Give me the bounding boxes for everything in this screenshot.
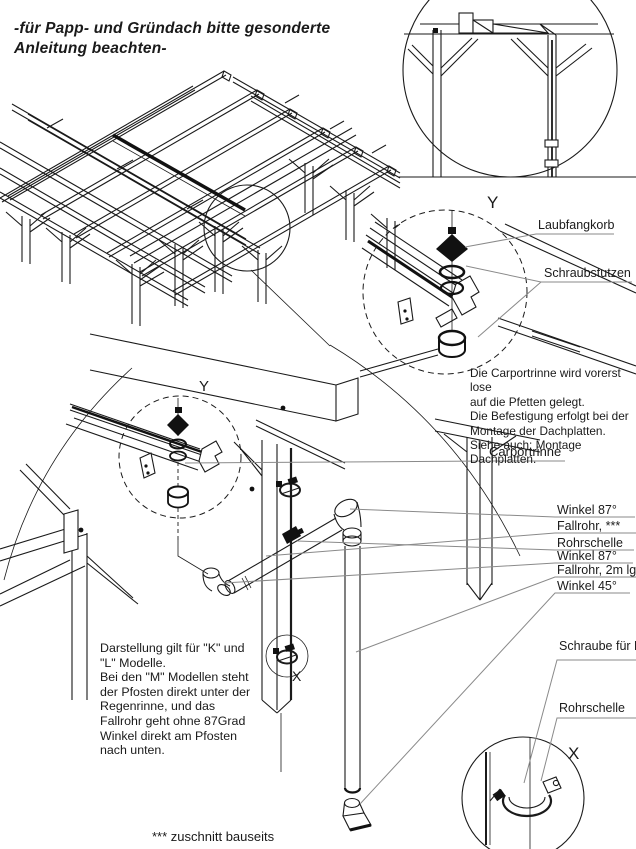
- label-winkel-87-1: Winkel 87°: [557, 503, 617, 517]
- elbow-45-bottom: [342, 797, 372, 832]
- elevation-gutter-section: [458, 12, 557, 36]
- schraubstutzen-part-1: [438, 264, 466, 280]
- label-schraube-dachplatten: Schraube für Dachplatten 4,8x35mm: [559, 639, 636, 653]
- elbow-87-upper: [333, 498, 362, 547]
- label-winkel-45: Winkel 45°: [557, 579, 617, 593]
- schraubstutzen-part-2: [439, 280, 465, 296]
- fallrohr-diagonal: [224, 517, 343, 594]
- label-winkel-87-2: Winkel 87°: [557, 549, 617, 563]
- fallrohr-2m: [343, 546, 362, 794]
- detail-callout-leader: [250, 269, 331, 347]
- posts: [5, 158, 401, 326]
- callout-leaders: [184, 233, 636, 805]
- leaf-catcher-small: [167, 398, 209, 575]
- beam-behind-gutter: [497, 223, 636, 375]
- detail-x-marker-letter: X: [292, 668, 302, 684]
- detail-callout-circle: [203, 184, 291, 272]
- rohrschelle-on-pipe: [282, 526, 301, 544]
- carport-gutter: [65, 403, 223, 479]
- label-fallrohr-zuschnitt: Fallrohr, ***: [557, 519, 621, 533]
- detail-x-circle: [461, 736, 585, 849]
- footnote: *** zuschnitt bauseits: [152, 829, 275, 844]
- magnifier-arc-right: [329, 344, 521, 557]
- detail-y-marker-letter: Y: [199, 378, 210, 395]
- left-post: [0, 463, 139, 700]
- right-post: [434, 418, 541, 601]
- laubfangkorb-part: [436, 234, 468, 262]
- rohrschelle-large: [489, 776, 562, 818]
- gutter-bar: [112, 133, 246, 217]
- elevation-left-post: [407, 28, 479, 177]
- downpipe-assembly: [202, 498, 372, 832]
- page-title: -für Papp- und Gründach bitte gesonderte…: [14, 20, 331, 58]
- elevation-right-post-downpipe: [510, 35, 593, 177]
- carport-isometric-view: [0, 70, 401, 347]
- gutter-mounting-note: Die Carportrinne wird vorerst lose auf d…: [470, 366, 629, 467]
- label-rohrschelle-1: Rohrschelle: [557, 536, 624, 550]
- detail-y-letter: Y: [487, 193, 499, 212]
- leaf-catcher-exploded: [436, 210, 468, 358]
- label-schraubstutzen: Schraubstutzen: [544, 266, 631, 280]
- detail-y-circle: [361, 209, 636, 375]
- purlin-beams: [0, 76, 401, 307]
- detail-x-letter: X: [568, 744, 580, 763]
- label-carportrinne: Carportrinne: [489, 444, 562, 459]
- outlet-stub-part: [437, 329, 467, 358]
- models-note: Darstellung gilt für "K" und "L" Modelle…: [100, 641, 251, 758]
- elbow-87-outlet: [202, 567, 231, 597]
- detail-y-marker-circle: [118, 395, 242, 519]
- label-laubfangkorb: Laubfangkorb: [538, 218, 615, 232]
- label-rohrschelle-2: Rohrschelle: [559, 701, 626, 715]
- middle-post: [233, 419, 346, 772]
- detail-x-marker-circle: [265, 634, 309, 678]
- elevation-detail-circle: [398, 0, 636, 178]
- enlarged-corner-view: [0, 330, 581, 832]
- purlin-beam-large: [89, 330, 581, 422]
- label-fallrohr-2m: Fallrohr, 2m lg.: [557, 563, 636, 577]
- magnifier-arc-left: [3, 367, 133, 581]
- pipe-clamp-upper: [275, 475, 301, 498]
